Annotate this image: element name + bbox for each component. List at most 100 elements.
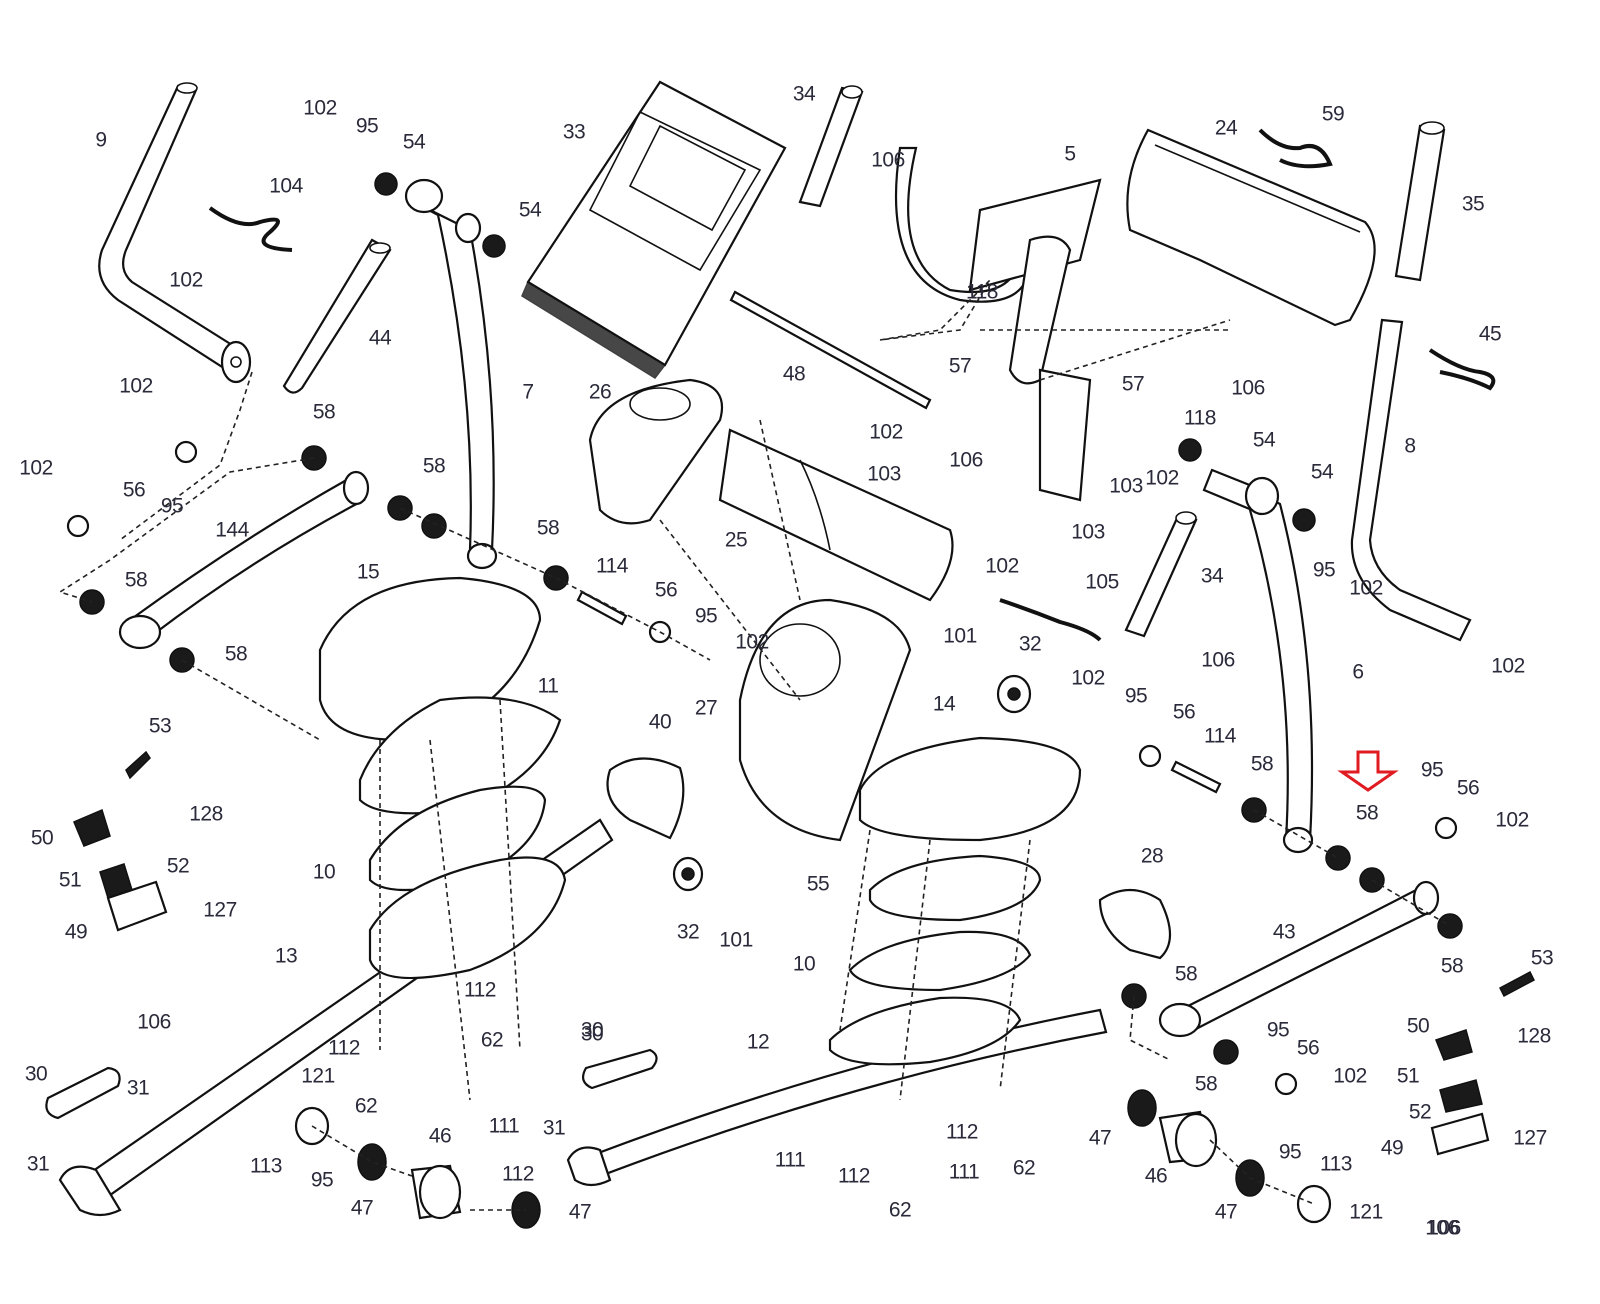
part-24-cover [1126, 128, 1376, 327]
part-label: 101 [719, 928, 753, 952]
part-label: 144 [215, 518, 249, 542]
part-label: 118 [966, 280, 998, 304]
part-label: 118 [1184, 406, 1216, 430]
part-label: 33 [562, 120, 586, 144]
part-105-wire [999, 598, 1102, 642]
part-label: 56 [1296, 1036, 1320, 1060]
part-label: 45 [1478, 322, 1502, 346]
part-label: 50 [1406, 1014, 1430, 1038]
part-label: 56 [654, 578, 678, 602]
part-label: 57 [948, 354, 972, 378]
part-label: 128 [1517, 1024, 1551, 1048]
part-label: 58 [1194, 1072, 1218, 1096]
part-144-swing-arm [118, 470, 370, 650]
part-label: 102 [1491, 654, 1525, 678]
part-40-cover [606, 757, 685, 840]
part-label: 113 [250, 1154, 282, 1178]
part-label: 95 [1124, 684, 1148, 708]
part-label: 114 [1204, 724, 1236, 748]
part-label: 32 [676, 920, 700, 944]
part-label: 127 [203, 898, 237, 922]
part-label: 112 [328, 1036, 360, 1060]
part-label: 102 [119, 374, 153, 398]
part-label: 44 [368, 326, 392, 350]
part-label: 102 [869, 420, 903, 444]
part-label: 40 [648, 710, 672, 734]
part-label: 32 [1018, 632, 1042, 656]
part-label: 34 [792, 82, 816, 106]
part-label: 102 [735, 630, 769, 654]
part-label: 58 [422, 454, 446, 478]
part-label: 50 [30, 826, 54, 850]
part-label: 58 [224, 642, 248, 666]
part-label: 59 [1321, 102, 1345, 126]
part-label: 58 [1250, 752, 1274, 776]
part-label: 62 [354, 1094, 378, 1118]
part-label: 95 [694, 604, 718, 628]
part-label: 47 [568, 1200, 592, 1224]
part-label: 121 [1349, 1200, 1383, 1224]
part-label: 31 [126, 1076, 150, 1100]
part-label: 54 [1310, 460, 1334, 484]
highlight-arrow-icon [1337, 750, 1399, 792]
part-label: 11 [537, 674, 559, 698]
part-35-grip [1394, 121, 1446, 282]
part-104-wire [208, 206, 293, 252]
part-bracket-right [1430, 970, 1535, 1156]
part-label: 51 [1396, 1064, 1420, 1088]
part-9-handlebar-upper [98, 82, 252, 384]
part-label: 106 [1427, 1216, 1461, 1240]
part-label: 105 [1085, 570, 1119, 594]
part-label: 58 [1440, 954, 1464, 978]
part-label: 13 [274, 944, 298, 968]
part-5-frame [894, 146, 1102, 502]
part-label: 62 [1012, 1156, 1036, 1180]
part-label: 95 [1278, 1140, 1302, 1164]
part-label: 106 [1201, 648, 1235, 672]
part-label: 111 [948, 1160, 980, 1184]
part-label: 102 [1071, 666, 1105, 690]
part-45-wire [1428, 348, 1496, 391]
part-label: 46 [1144, 1164, 1168, 1188]
part-label: 102 [303, 96, 337, 120]
part-label: 58 [536, 516, 560, 540]
part-14-pedal [858, 736, 1082, 842]
part-114-shaft [1170, 760, 1222, 794]
part-label: 114 [596, 554, 628, 578]
part-label: 112 [946, 1120, 978, 1144]
part-113-cap [1296, 1184, 1332, 1224]
part-label: 10 [312, 860, 336, 884]
part-label: 47 [1214, 1200, 1238, 1224]
part-label: 106 [1425, 1216, 1459, 1240]
part-label: 7 [522, 380, 534, 404]
part-label: 5 [1064, 142, 1076, 166]
part-34-lower-grip [1124, 511, 1198, 638]
part-26-shroud [588, 378, 724, 525]
part-label: 58 [1174, 962, 1198, 986]
part-label: 15 [356, 560, 380, 584]
part-28-cover [1098, 889, 1171, 960]
part-label: 112 [838, 1164, 870, 1188]
part-label: 102 [19, 456, 53, 480]
part-59-wire [1258, 128, 1333, 169]
part-7-upright-arm [404, 178, 498, 570]
part-label: 95 [355, 114, 379, 138]
part-label: 27 [694, 696, 718, 720]
part-56-washers [66, 440, 1458, 1096]
part-12-pedal-arm [566, 996, 1108, 1187]
part-47-bearing [357, 1143, 387, 1181]
part-label: 46 [428, 1124, 452, 1148]
assembly-lines [58, 279, 1451, 1211]
part-label: 112 [502, 1162, 534, 1186]
part-11-pedal-insert [358, 696, 562, 815]
part-label: 54 [402, 130, 426, 154]
part-13-pedal-arm [58, 818, 614, 1217]
part-label: 54 [1252, 428, 1276, 452]
part-label: 102 [985, 554, 1019, 578]
part-label: 34 [1200, 564, 1224, 588]
part-label: 104 [269, 174, 303, 198]
part-32-wheel-lower [672, 856, 704, 892]
part-label: 101 [943, 624, 977, 648]
